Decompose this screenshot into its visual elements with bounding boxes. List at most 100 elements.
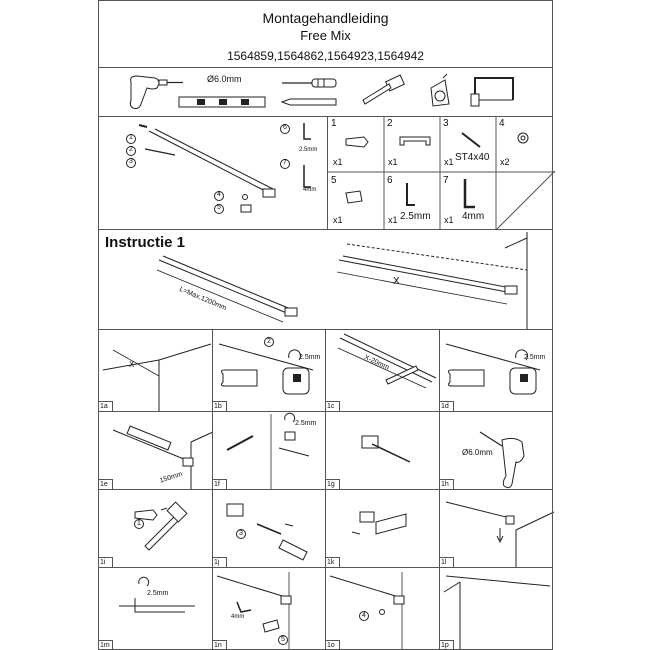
parts-panel: 1 2 3 4 5 6 7 2.5mm 4mm 1 x1 2	[98, 116, 556, 231]
step-1e-label: 1e	[99, 479, 113, 489]
step-1a: X 1a	[98, 329, 212, 412]
product-name: Free Mix	[300, 28, 351, 43]
callout-6: 6	[283, 124, 287, 131]
part-1-qty: x1	[333, 157, 343, 167]
step-1m: 2.5mm 1m	[98, 567, 212, 650]
step-1m-key: 2.5mm	[147, 590, 169, 597]
part-5-number: 5	[331, 175, 337, 186]
part-7-size: 4mm	[462, 211, 485, 222]
callout-3: 3	[129, 158, 133, 165]
wall-bracket-icon	[399, 136, 431, 146]
article-numbers: 1564859,1564862,1564923,1564942	[227, 49, 424, 63]
step-1o-label: 1o	[326, 640, 340, 650]
hammer-icon	[362, 74, 406, 105]
step-1e: 150mm 1e	[98, 411, 214, 490]
step-1b-label: 1b	[213, 401, 227, 411]
callout-7: 7	[283, 159, 287, 166]
step-1l-drawing	[445, 501, 555, 568]
step-1n-drawing	[216, 572, 292, 650]
adhesive-pad-icon	[345, 190, 363, 204]
screw-icon	[461, 132, 481, 148]
step-1c-label: 1c	[326, 401, 340, 411]
step-1l-label: 1l	[440, 557, 454, 567]
instruction-title: Instructie 1	[105, 234, 186, 251]
parts-grid: 1 x1 2 x1 3 x1 ST4x40 4 x2	[327, 117, 556, 231]
step-1d-label: 1d	[440, 401, 454, 411]
screwdriver-icon	[282, 78, 337, 88]
step-1d-drawing	[445, 343, 541, 395]
step-1a-drawing	[102, 343, 212, 412]
drill-bit-label: Ø6.0mm	[207, 74, 242, 84]
step-1b-key: 2.5mm	[299, 354, 321, 361]
key-6-size: 2.5mm	[299, 147, 318, 153]
wall-plug-icon	[345, 136, 369, 148]
step-1i-callout: 1	[137, 520, 141, 527]
step-1f: 2.5mm 1f	[212, 411, 325, 490]
step-1o-callout: 4	[362, 612, 366, 619]
spirit-level-icon	[178, 96, 266, 108]
cover-cap-icon	[517, 132, 529, 144]
part-4-number: 4	[499, 118, 505, 129]
allen-key-small-icon	[406, 183, 415, 206]
overview-exploded-drawing	[126, 123, 311, 214]
step-1j-callout: 3	[239, 530, 243, 537]
tools-panel: Ø6.0mm	[98, 67, 553, 116]
step-1o: 4 1o	[325, 567, 439, 650]
step-1c-drawing	[337, 333, 437, 389]
step-1a-label: 1a	[99, 401, 113, 411]
part-3-size: ST4x40	[455, 152, 490, 163]
step-1k-drawing	[351, 511, 407, 535]
parts-grid-lines	[328, 117, 556, 231]
step-1f-drawing	[226, 412, 310, 490]
step-1j: 3 1j	[212, 489, 325, 567]
step-1m-label: 1m	[99, 640, 113, 650]
step-1i-drawing	[134, 501, 188, 551]
step-1j-drawing	[226, 503, 308, 561]
part-6-number: 6	[387, 175, 393, 186]
part-6-size: 2.5mm	[400, 211, 431, 222]
callout-2: 2	[129, 146, 133, 153]
drill-icon	[129, 75, 183, 109]
step-1f-label: 1f	[213, 479, 227, 489]
step-1b-drawing	[218, 337, 314, 395]
step-1b: 2 2.5mm 1b	[212, 329, 325, 411]
part-7-number: 7	[443, 175, 449, 186]
step-1i-label: 1i	[99, 557, 113, 567]
step-1h-drill: Ø6.0mm	[462, 448, 493, 457]
step-1m-drawing	[119, 576, 195, 613]
step-1h-drawing	[479, 431, 525, 489]
step-1g-drawing	[361, 435, 411, 463]
step-1j-label: 1j	[213, 557, 227, 567]
step-1g-label: 1g	[326, 479, 340, 489]
manual-sheet: Montagehandleiding Free Mix 1564859,1564…	[98, 0, 556, 650]
step-1k-label: 1k	[326, 557, 340, 567]
wall-placement-drawing	[336, 232, 528, 330]
manual-title: Montagehandleiding	[262, 10, 389, 26]
key-7-size: 4mm	[303, 187, 317, 193]
instruction-panel: Instructie 1 L=Max.1200mm X	[98, 229, 553, 330]
step-1d-key: 2.5mm	[524, 354, 546, 361]
allen-key-large-icon	[463, 179, 475, 209]
step-1i: 1 1i	[98, 489, 212, 567]
step-1k: 1k	[325, 489, 439, 567]
step-1g: 1g	[325, 411, 439, 489]
tape-measure-icon	[430, 73, 450, 107]
part-2-qty: x1	[388, 157, 398, 167]
step-1h: Ø6.0mm 1h	[439, 411, 553, 489]
step-1p-label: 1p	[440, 640, 454, 650]
step-1n: 4mm 5 1n	[212, 567, 325, 650]
step-1p: 1p	[439, 567, 553, 650]
hacksaw-icon	[470, 77, 514, 107]
step-1n-key: 4mm	[231, 614, 245, 620]
pencil-icon	[280, 98, 337, 106]
step-1c: X-20mm 1c	[325, 329, 439, 411]
part-2-number: 2	[387, 118, 393, 129]
callout-4: 4	[217, 191, 221, 198]
distance-x-label: X	[393, 276, 400, 287]
part-3-number: 3	[443, 118, 449, 129]
callout-1: 1	[129, 134, 133, 141]
callout-5: 5	[217, 204, 221, 211]
step-1e-drawing	[112, 425, 214, 490]
part-5-qty: x1	[333, 215, 343, 225]
title-block: Montagehandleiding Free Mix 1564859,1564…	[98, 0, 553, 67]
